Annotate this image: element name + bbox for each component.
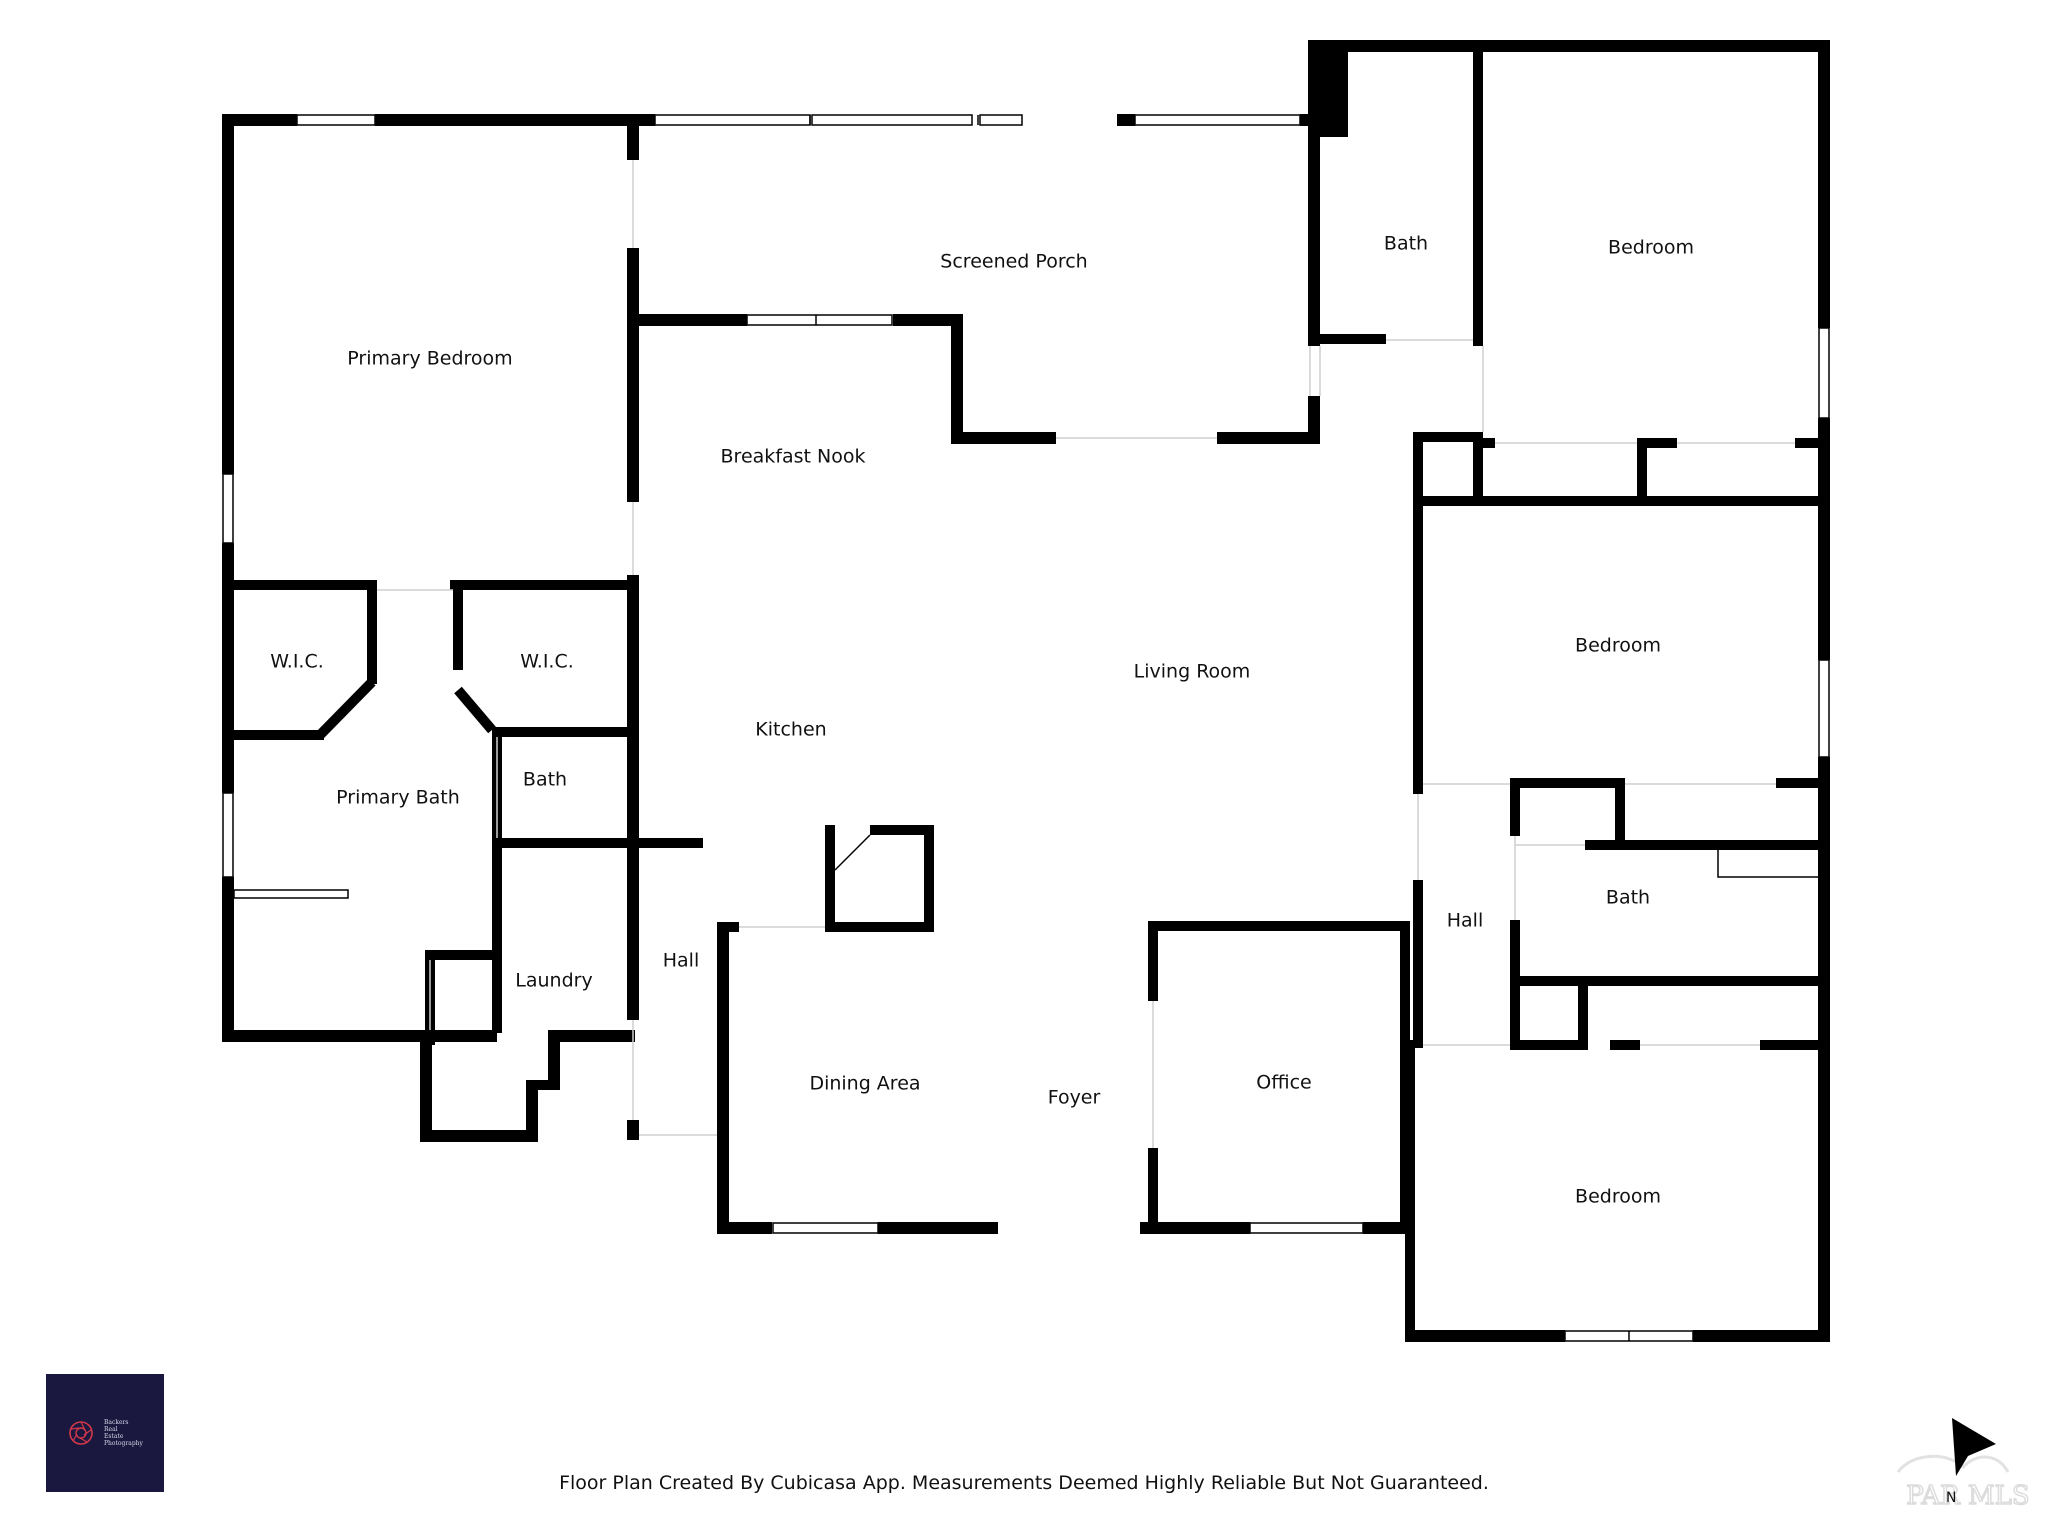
room-label-primary-bedroom: Primary Bedroom: [347, 348, 512, 370]
room-label-bedroom-2: Bedroom: [1575, 635, 1661, 657]
room-label-living-room: Living Room: [1134, 661, 1251, 683]
photography-logo: Backers Real Estate Photography: [46, 1374, 164, 1492]
floor-plan-caption: Floor Plan Created By Cubicasa App. Meas…: [559, 1472, 1489, 1494]
room-label-hall-right: Hall: [1447, 910, 1484, 932]
logo-text: Backers Real Estate Photography: [104, 1419, 162, 1447]
room-label-hall-left: Hall: [663, 950, 700, 972]
room-label-bedroom-3: Bedroom: [1575, 1186, 1661, 1208]
door-openings: [377, 160, 1795, 1148]
room-label-laundry: Laundry: [515, 970, 592, 992]
room-label-office: Office: [1256, 1072, 1311, 1094]
window-mullions: [809, 115, 1630, 1341]
logo-line: Backers: [104, 1419, 129, 1426]
room-label-breakfast-nook: Breakfast Nook: [721, 446, 866, 468]
walls: [222, 40, 1830, 1342]
fixtures: [233, 834, 1818, 899]
room-label-wic-right: W.I.C.: [520, 651, 574, 673]
room-label-wic-left: W.I.C.: [270, 651, 324, 673]
room-label-bedroom-1: Bedroom: [1608, 237, 1694, 259]
diagonal-walls: [316, 678, 496, 739]
north-label: N: [1946, 1490, 1957, 1506]
windows: [222, 114, 1830, 1342]
north-arrow-icon: [1952, 1418, 1996, 1476]
room-label-kitchen: Kitchen: [755, 719, 826, 741]
room-label-dining-area: Dining Area: [809, 1073, 920, 1095]
camera-aperture-icon: [69, 1421, 93, 1445]
logo-line: Real: [104, 1426, 118, 1433]
room-label-foyer: Foyer: [1048, 1087, 1101, 1109]
room-label-bath-top: Bath: [1384, 233, 1428, 255]
watermark-text: PAR MLS: [1906, 1481, 2029, 1511]
logo-line: Photography: [104, 1440, 143, 1447]
room-label-bath-right: Bath: [1606, 887, 1650, 909]
room-labels: Primary Bedroom Screened Porch Bath Bedr…: [270, 233, 1694, 1208]
room-label-primary-bath: Primary Bath: [336, 787, 460, 809]
room-label-screened-porch: Screened Porch: [940, 251, 1087, 273]
logo-line: Estate: [104, 1433, 124, 1440]
room-label-bath-small: Bath: [523, 769, 567, 791]
mls-watermark: PAR MLS: [1896, 1454, 2030, 1512]
